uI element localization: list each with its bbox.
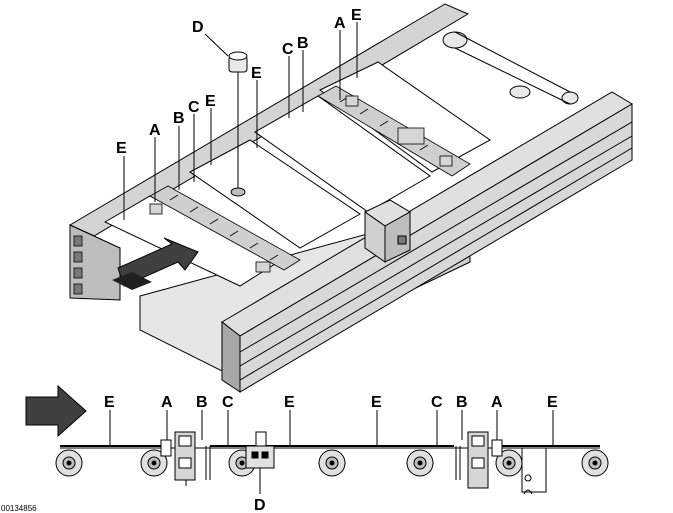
profile-slot — [73, 235, 83, 247]
feed-arrow-isometric — [112, 237, 199, 290]
side-label-e1: E — [104, 394, 115, 411]
label-a-left: A — [149, 122, 161, 139]
label-b-left: B — [173, 110, 185, 127]
carrier-panel-3 — [254, 95, 431, 213]
rail-groove — [239, 135, 633, 367]
side-label-b2: B — [456, 394, 468, 411]
rail-groove — [239, 147, 633, 381]
profile-slot — [73, 267, 83, 279]
label-c-right: C — [282, 41, 294, 58]
label-b-right: B — [297, 35, 309, 52]
profile-slot — [73, 283, 83, 295]
pin-component — [228, 51, 248, 197]
pin-assembly-side — [245, 431, 275, 490]
side-label-c1: C — [222, 394, 234, 411]
label-c-left: C — [188, 99, 200, 116]
left-end-profile — [69, 224, 121, 301]
side-label-e2: E — [284, 394, 295, 411]
label-a-right: A — [334, 15, 346, 32]
side-label-b1: B — [196, 394, 208, 411]
feed-arrow-side — [25, 384, 87, 438]
label-e-mid: E — [251, 65, 262, 82]
stop-gate-block — [364, 199, 411, 263]
panel-clamps — [149, 95, 453, 273]
roller — [55, 449, 83, 477]
roller — [581, 449, 609, 477]
stopper-assembly-left — [160, 431, 211, 486]
side-label-d: D — [254, 497, 266, 513]
side-label-e3: E — [371, 394, 382, 411]
rail-groove — [239, 121, 633, 353]
carrier-panel-4 — [319, 61, 491, 173]
near-rail-long-face — [239, 103, 633, 393]
side-label-e4: E — [547, 394, 558, 411]
roller — [406, 449, 434, 477]
label-e-mid-left: E — [205, 93, 216, 110]
roller — [318, 449, 346, 477]
profile-slot — [73, 251, 83, 263]
isometric-conveyor-view: E A B C E E C B A E D — [68, 3, 633, 393]
side-leader-lines — [109, 410, 554, 494]
stopper-assembly-right — [455, 431, 547, 495]
side-label-a2: A — [491, 394, 503, 411]
chain-strip-right — [317, 85, 471, 177]
carrier-panel-2 — [189, 139, 361, 249]
document-id: 00134856 — [1, 504, 37, 513]
label-e-right: E — [351, 7, 362, 24]
label-e-left: E — [116, 140, 127, 157]
side-view-diagram: E A B C E E C B A E D — [25, 384, 609, 513]
side-rollers — [55, 449, 609, 477]
top-leader-lines — [123, 22, 358, 220]
label-d-top: D — [192, 19, 204, 36]
end-rollers — [442, 31, 579, 105]
side-label-a1: A — [161, 394, 173, 411]
chain-strip-left — [149, 185, 301, 271]
side-label-c2: C — [431, 394, 443, 411]
